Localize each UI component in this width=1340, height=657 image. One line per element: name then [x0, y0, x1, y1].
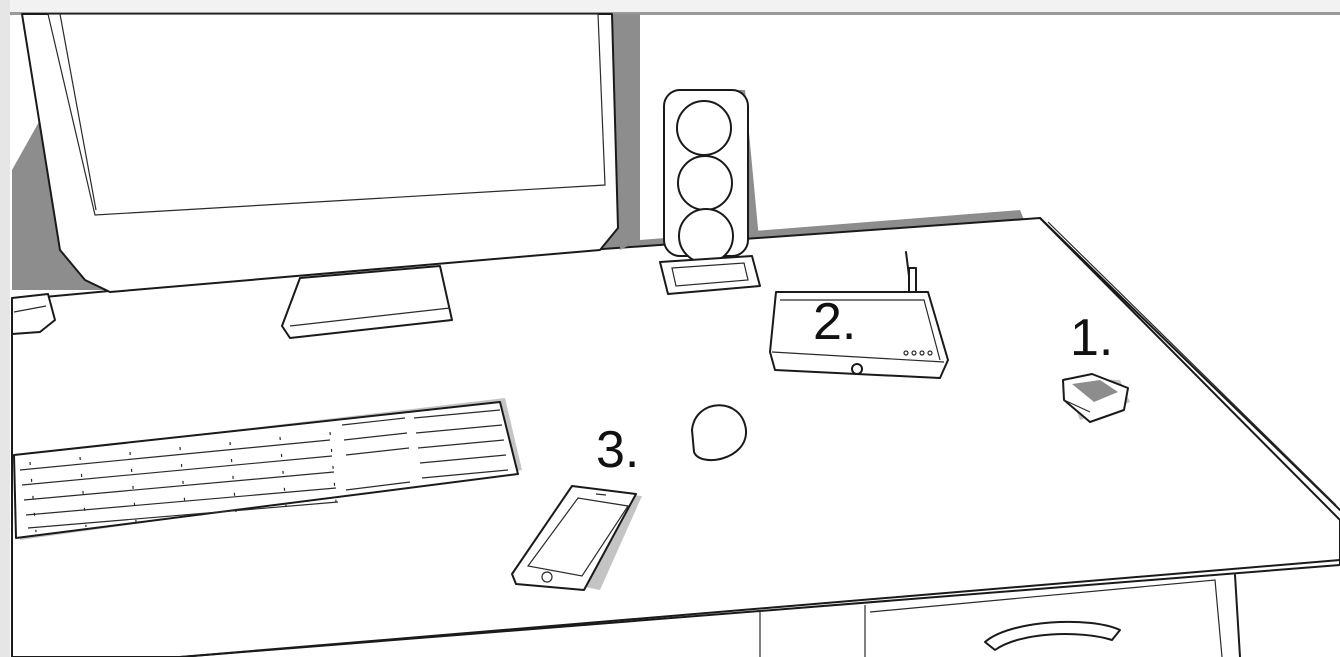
speaker	[660, 90, 760, 294]
device-label-3: 3.	[596, 424, 639, 476]
device-label-2: 2.	[813, 296, 856, 348]
device-label-1: 1.	[1070, 312, 1113, 364]
